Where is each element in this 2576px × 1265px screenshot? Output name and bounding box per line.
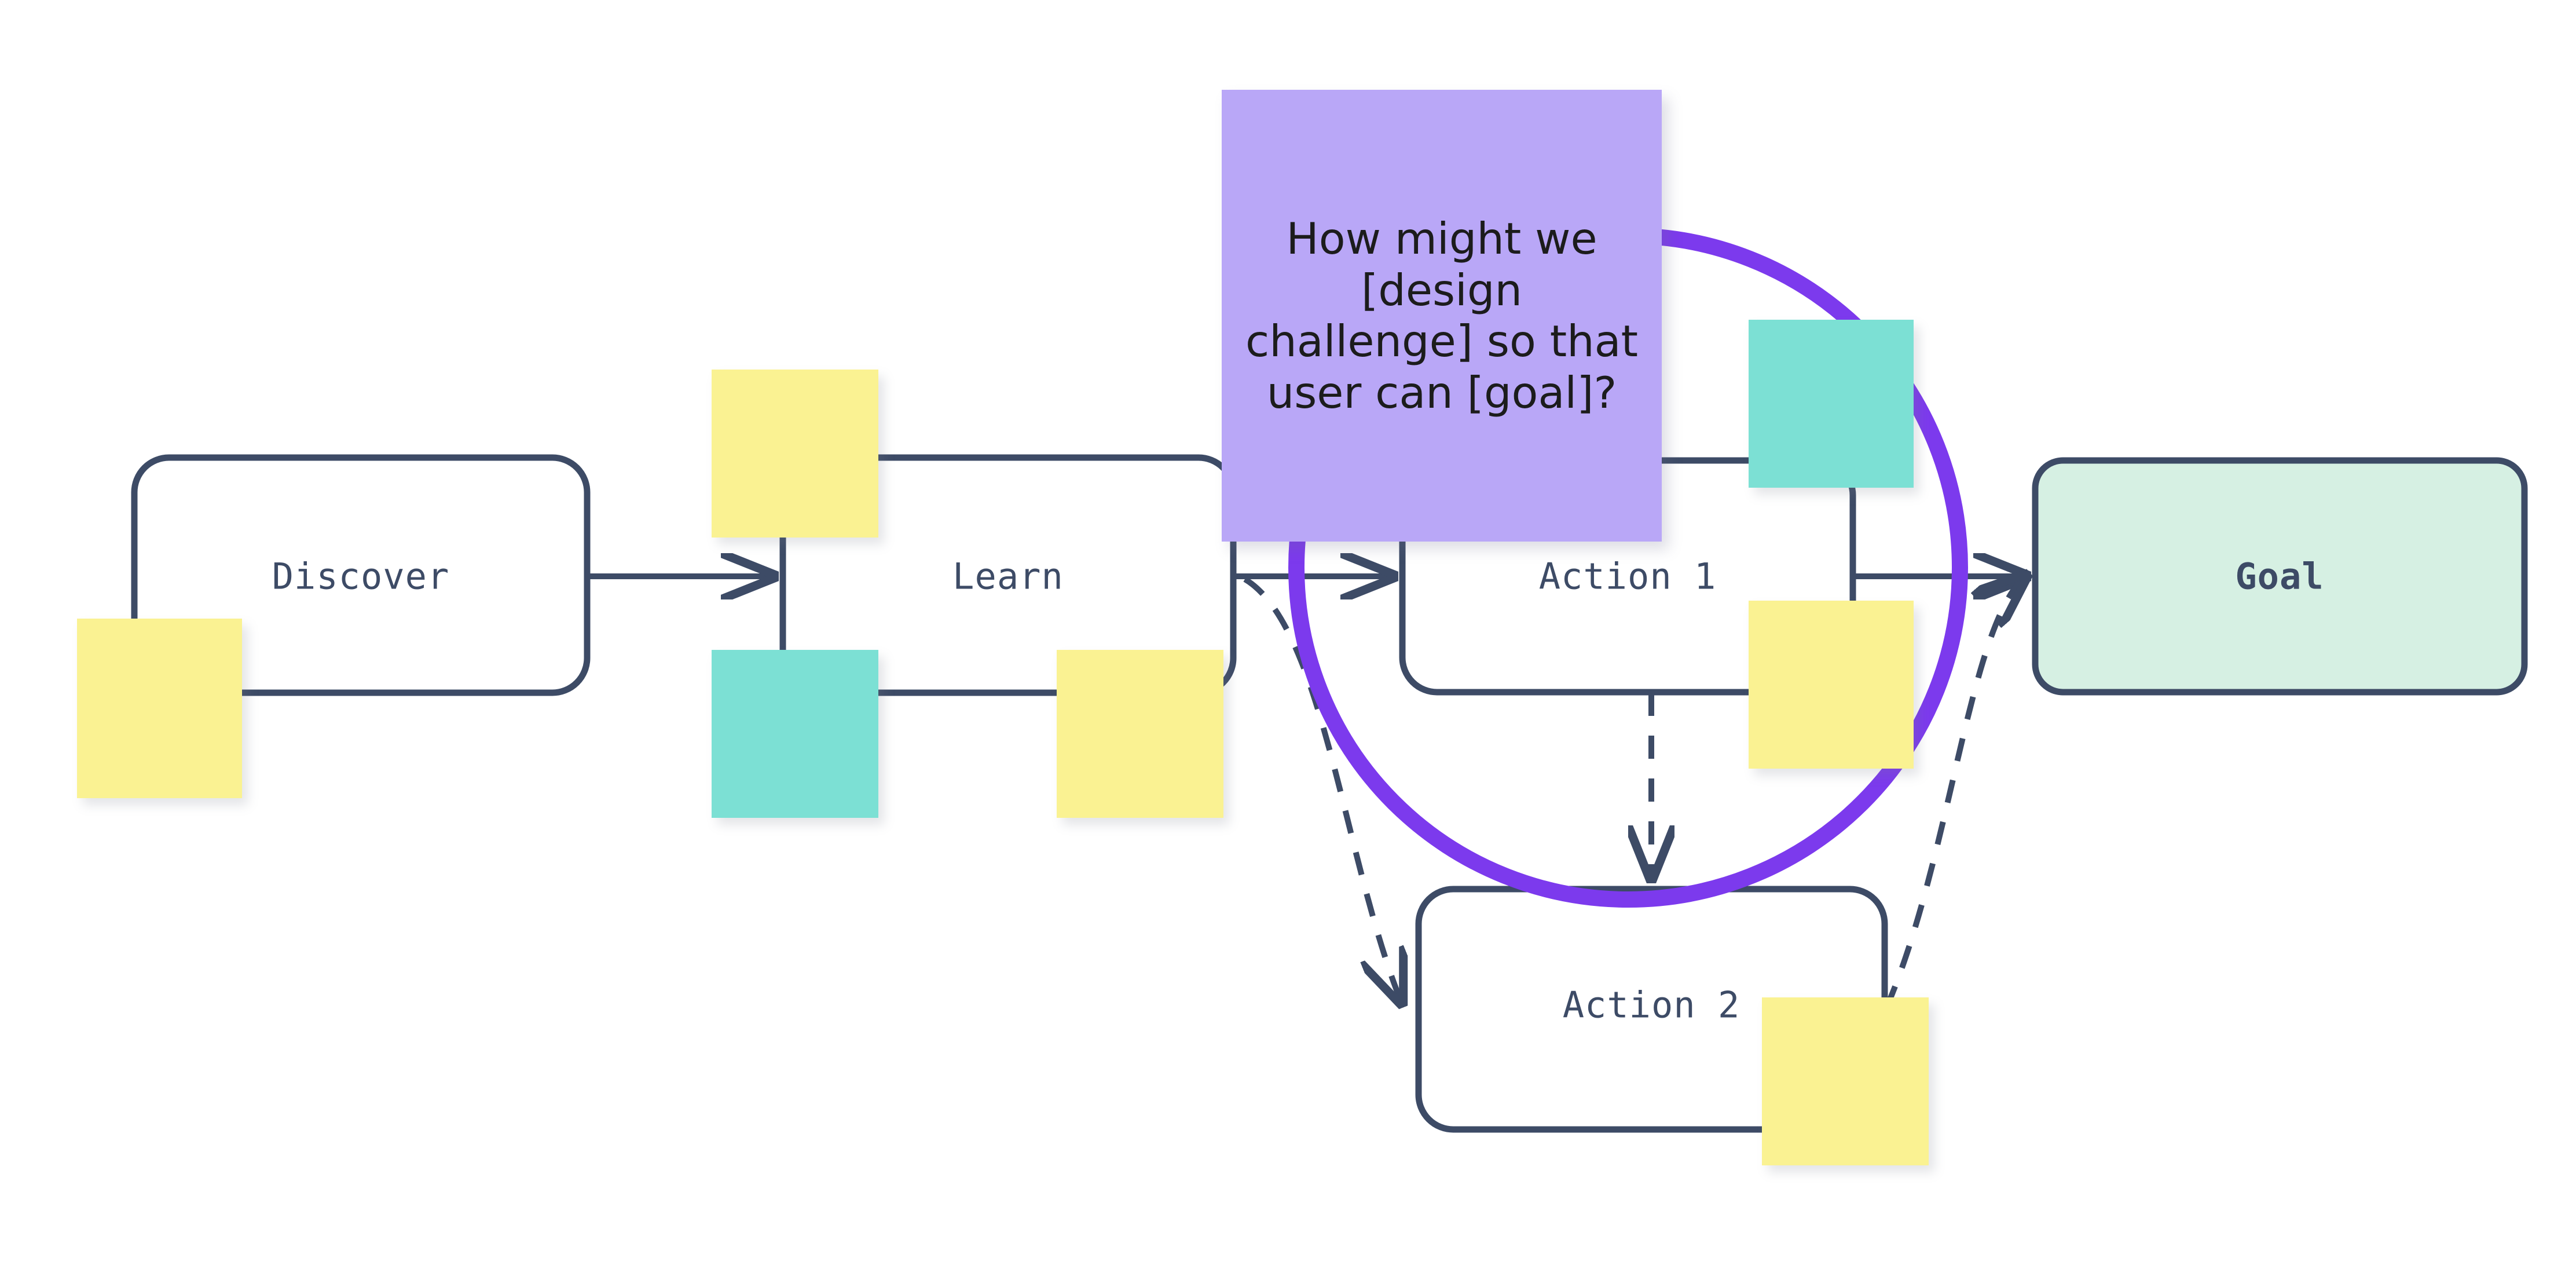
- node-box-goal[interactable]: [2032, 457, 2528, 696]
- sticky-note-discover[interactable]: [77, 619, 242, 798]
- sticky-note-learn-mid[interactable]: [1057, 650, 1223, 818]
- sticky-note-action1-teal[interactable]: [1749, 320, 1914, 488]
- sticky-note-hmw[interactable]: How might we [design challenge] so that …: [1222, 90, 1662, 542]
- sticky-note-hmw-text: How might we [design challenge] so that …: [1245, 213, 1639, 418]
- sticky-note-action2[interactable]: [1762, 997, 1929, 1165]
- connector-action2-to-goal: [1884, 576, 2025, 1009]
- sticky-note-action1-yellow[interactable]: [1749, 601, 1914, 769]
- sticky-note-learn-top[interactable]: [712, 370, 878, 538]
- connector-learn-to-action2: [1243, 576, 1401, 1002]
- sticky-note-learn-teal[interactable]: [712, 650, 878, 818]
